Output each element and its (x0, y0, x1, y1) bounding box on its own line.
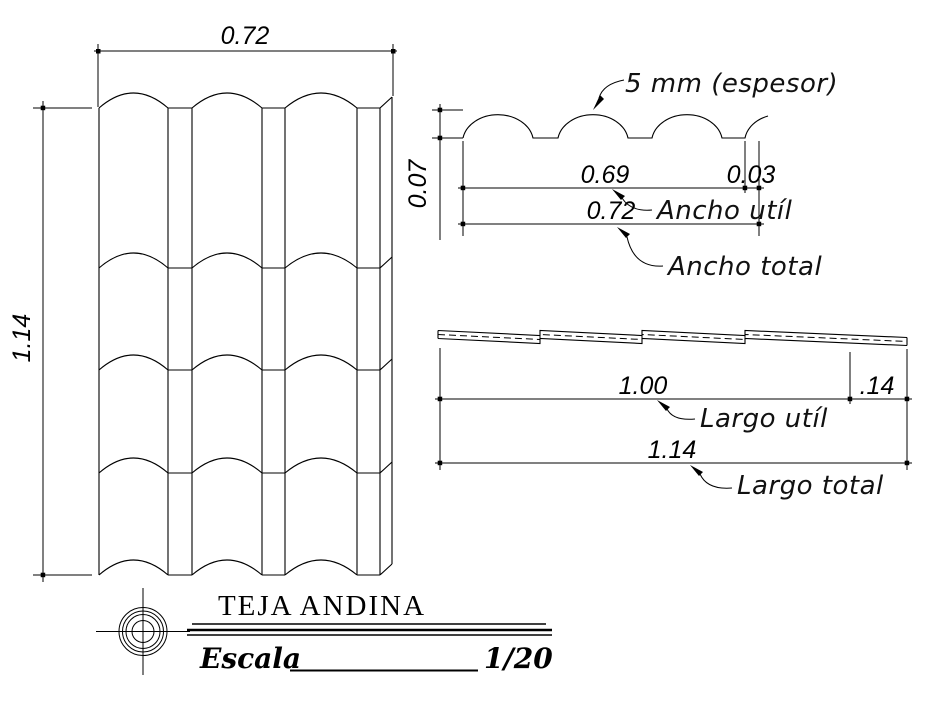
total-width-label-text: Ancho total (666, 252, 822, 282)
section-view: 1.00 .14 1.14 Largo utíl Largo total (435, 329, 912, 501)
section-total-length-text: 1.14 (648, 436, 697, 464)
thickness-arrowhead (593, 95, 604, 110)
total-width-annotation: Ancho total (617, 227, 822, 282)
profile-height-dim-text: 0.07 (404, 159, 432, 209)
section-total-length-dimension: 1.14 (435, 436, 912, 466)
plan-tile-arcs (98, 92, 393, 576)
plan-height-dim-text: 1.14 (8, 314, 36, 363)
plan-view: 0.72 1.14 (8, 22, 397, 582)
section-strip-centerline (437, 333, 908, 342)
useful-width-label-text: Ancho utíl (655, 196, 793, 226)
title-block: TEJA ANDINA Escala 1/20 (96, 588, 553, 675)
section-strip-outline (437, 329, 908, 347)
plan-width-dimension: 0.72 (94, 22, 397, 107)
section-useful-length-dimension: 1.00 .14 (435, 372, 912, 402)
useful-width-annotation: Ancho utíl (612, 189, 793, 226)
drawing-title-text: TEJA ANDINA (218, 590, 426, 622)
profile-height-dimension: 0.07 (404, 104, 463, 240)
thickness-note-text: 5 mm (espesor) (625, 69, 838, 99)
total-length-label-text: Largo total (737, 471, 884, 501)
total-length-annotation: Largo total (690, 465, 884, 501)
profile-useful-width-text: 0.69 (581, 161, 630, 189)
useful-length-label-text: Largo utíl (700, 404, 828, 434)
section-useful-length-text: 1.00 (619, 372, 668, 400)
profile-total-width-text: 0.72 (587, 197, 636, 225)
profile-total-width-dimension: 0.72 (458, 197, 764, 227)
plan-height-dimension: 1.14 (8, 101, 92, 582)
profile-wave (462, 114, 769, 139)
total-width-arrowhead (617, 227, 630, 238)
thickness-annotation: 5 mm (espesor) (593, 69, 838, 110)
useful-width-arrowhead (612, 189, 625, 200)
profile-side-lap-text: 0.03 (727, 161, 776, 189)
scale-value-text: 1/20 (484, 642, 553, 675)
scale-label-text: Escala (199, 642, 301, 675)
section-end-lap-text: .14 (860, 372, 895, 400)
useful-length-arrowhead (657, 400, 670, 411)
profile-view: 0.07 0.69 0.03 0.72 5 mm (espesor) (404, 69, 838, 282)
total-length-arrowhead (690, 465, 703, 476)
title-underline (187, 623, 552, 636)
drawing-symbol (96, 588, 190, 675)
plan-width-dim-text: 0.72 (221, 22, 270, 50)
profile-useful-width-dimension: 0.69 0.03 (458, 161, 776, 191)
section-extension-lines (439, 348, 908, 470)
useful-length-annotation: Largo utíl (657, 400, 828, 434)
plan-column-lines (98, 97, 393, 575)
